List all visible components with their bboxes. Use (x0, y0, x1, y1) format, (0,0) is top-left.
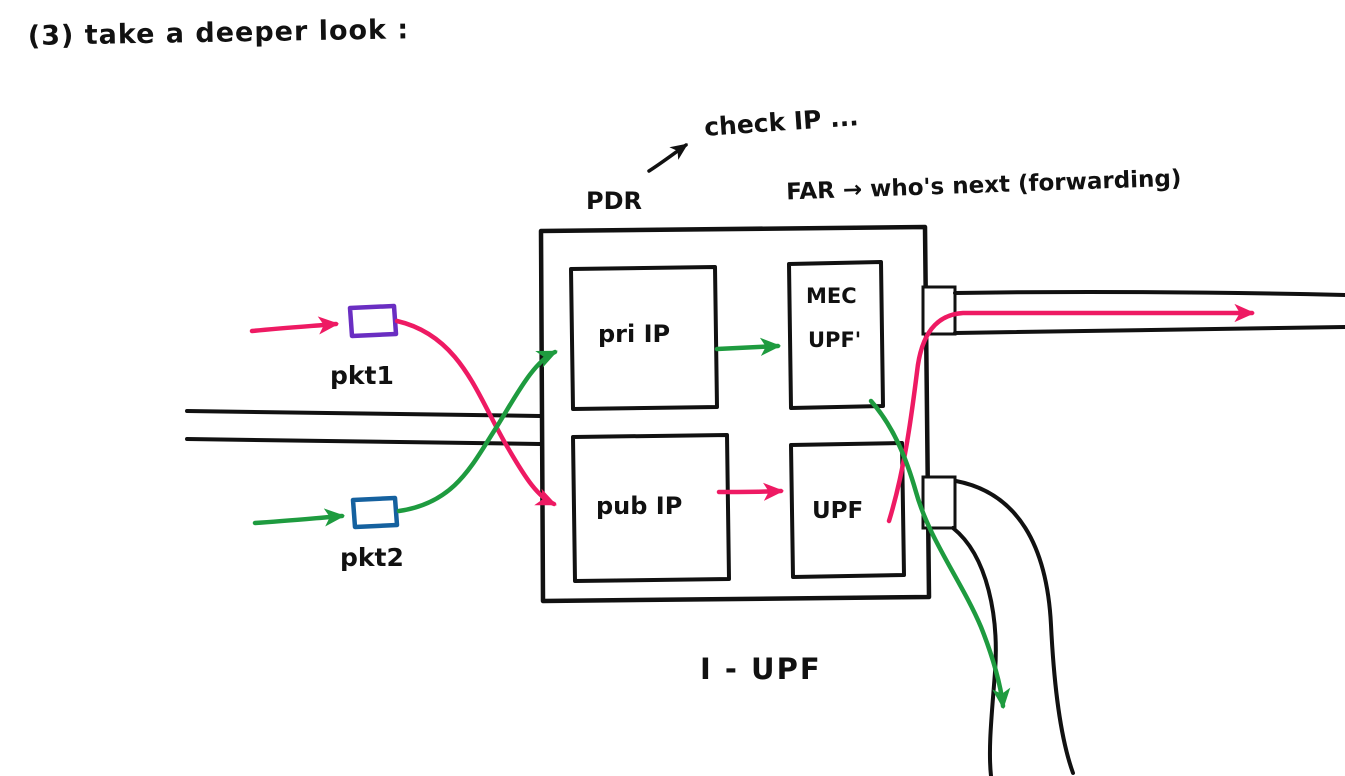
pkt1-label: pkt1 (330, 361, 394, 390)
pink-flow-pkt1-to-pubip (394, 318, 557, 507)
pri-ip-box (569, 265, 719, 411)
pub-ip-box (571, 433, 731, 583)
green-flow-priip-to-mec (714, 337, 782, 356)
green-flow-pkt2-to-priip (396, 349, 558, 514)
left-pipe-bottom-line (185, 437, 542, 446)
upf-box (789, 441, 906, 579)
pub-ip-label: pub IP (596, 492, 682, 520)
pdr-label: PDR (586, 187, 642, 215)
east-pipe-flange (921, 285, 957, 336)
pink-flow-pubip-to-upf (716, 482, 785, 501)
mec-upf-box (787, 260, 885, 410)
upf-label: UPF (812, 498, 863, 524)
green-flow-entry-arrow (252, 508, 346, 527)
pkt1-box (347, 303, 399, 339)
pink-flow-upf-to-east (886, 303, 1256, 524)
i-upf-caption: I - UPF (700, 652, 822, 686)
pkt2-box (350, 495, 400, 530)
pdr-to-checkip-arrow (647, 143, 689, 173)
green-flow-mec-to-south (868, 398, 1011, 710)
pink-flow-entry-arrow (249, 316, 340, 335)
page-title: (3) take a deeper look : (28, 14, 410, 52)
pkt2-label: pkt2 (340, 543, 404, 572)
check-ip-annotation: check IP ... (703, 102, 859, 142)
south-pipe-flange (921, 475, 957, 530)
east-pipe-bottom-line (953, 325, 1345, 335)
i-upf-box (538, 224, 932, 604)
mec-upf-label-line1: MEC (806, 284, 857, 308)
far-label: FAR → who's next (forwarding) (786, 166, 1182, 206)
pri-ip-label: pri IP (598, 320, 670, 348)
east-pipe-top-line (953, 289, 1345, 297)
mec-upf-label-line2: UPF' (808, 328, 861, 352)
south-pipe-outer-line (954, 479, 1075, 775)
